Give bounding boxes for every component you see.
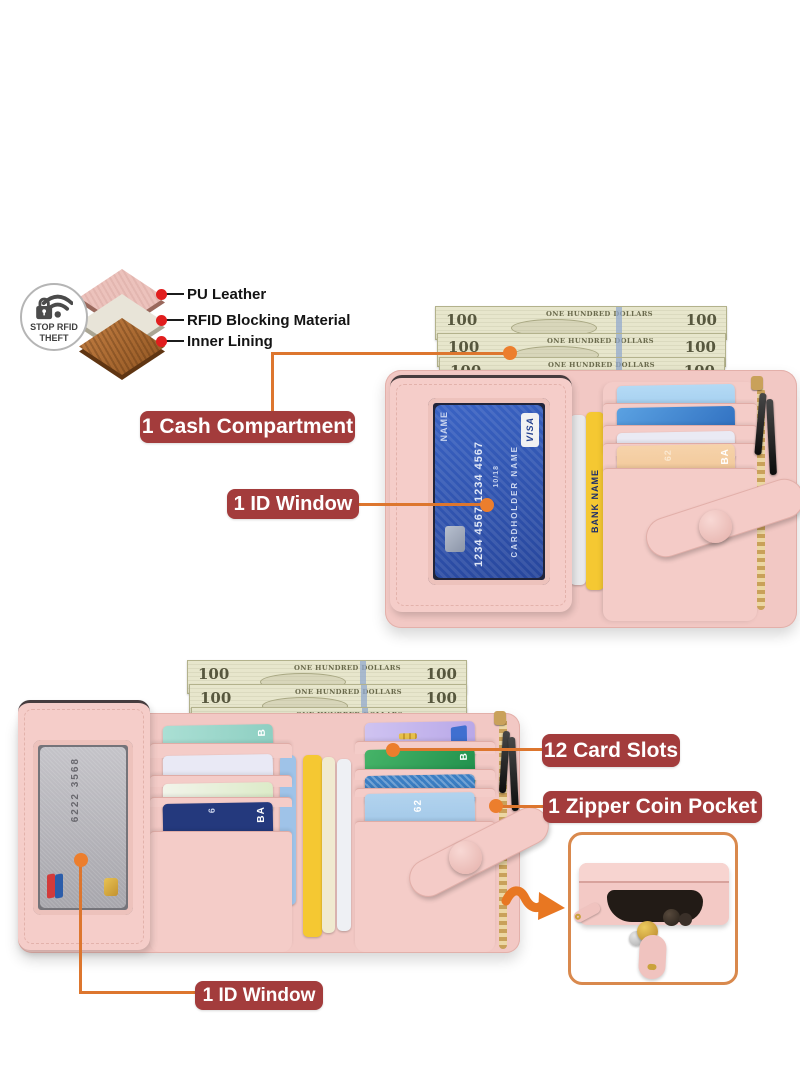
rfid-protection-badge: STOP RFID THEFT <box>20 283 88 351</box>
zipper-slider <box>494 711 506 725</box>
material-label-pu-leather: PU Leather <box>187 286 267 303</box>
id-window: NAME VISA 1234 4567 1234 4567 10/18 CARD… <box>428 398 550 585</box>
callout-id-window-top: 1 ID Window <box>227 489 359 519</box>
zipper-connector-dot <box>489 799 503 813</box>
yellow-card <box>303 755 322 937</box>
gold-chip <box>104 878 118 896</box>
id-top-connector-h <box>357 503 485 506</box>
coin-pocket-photo-frame <box>568 832 738 985</box>
material-label-rfid: RFID Blocking Material <box>187 312 351 329</box>
callout-cash-compartment: 1 Cash Compartment <box>140 411 355 443</box>
callout-card-slots: 12 Card Slots <box>542 734 680 767</box>
zipper-slider <box>751 376 763 390</box>
coin-purse-flap-edge <box>579 863 729 883</box>
zipper-connector-h <box>500 805 543 808</box>
id-bottom-connector-h <box>79 991 195 994</box>
cream-card-edge <box>322 757 335 933</box>
white-card-edge <box>570 415 586 585</box>
visa-logo: VISA <box>521 413 539 447</box>
rfid-material-dot <box>156 315 167 326</box>
inner-lining-line <box>165 340 184 342</box>
dark-coin <box>679 913 692 926</box>
wallet-open-middle-photo: 100 ONE HUNDRED DOLLARS 100 100 ONE HUND… <box>15 655 556 960</box>
visa-card: NAME VISA 1234 4567 1234 4567 10/18 CARD… <box>435 405 543 578</box>
card-slots-connector-h <box>398 748 542 751</box>
cash-connector-dot <box>503 346 517 360</box>
snap-button <box>449 841 482 874</box>
white-card-edge <box>337 759 351 931</box>
id-bottom-connector-dot <box>74 853 88 867</box>
inner-lining-dot <box>156 336 167 347</box>
rfid-badge-text: STOP RFID THEFT <box>30 322 78 343</box>
cash-connector-v <box>271 352 274 412</box>
purse-strap-tab <box>637 934 668 980</box>
id-top-connector-dot <box>480 498 494 512</box>
pu-leather-line <box>165 293 184 295</box>
material-label-inner-lining: Inner Lining <box>187 333 273 350</box>
cash-connector-h <box>271 352 509 355</box>
card-slot-flap <box>150 831 292 952</box>
id-bottom-connector-v <box>79 864 82 994</box>
card-slot-flap <box>150 797 292 807</box>
card-slots-connector-dot <box>386 743 400 757</box>
card-chip <box>445 526 465 552</box>
snap-button <box>699 510 732 543</box>
dark-coin <box>663 909 680 926</box>
unionpay-logo <box>47 873 65 899</box>
callout-id-window-bottom: 1 ID Window <box>195 981 323 1010</box>
yellow-bank-card: BANK NAME <box>586 412 604 590</box>
callout-zipper-pocket: 1 Zipper Coin Pocket <box>543 791 762 823</box>
wifi-lock-icon <box>36 294 73 320</box>
rfid-material-line <box>165 319 184 321</box>
silver-bank-card: 6222 3568 <box>40 747 126 908</box>
squiggle-arrow-icon <box>501 886 565 920</box>
chip-dots <box>398 733 417 740</box>
wallet-open-top-photo: 100 ONE HUNDRED DOLLARS 100 100 ONE HUND… <box>385 300 800 632</box>
pu-leather-dot <box>156 289 167 300</box>
id-window: 6222 3568 <box>33 740 133 915</box>
